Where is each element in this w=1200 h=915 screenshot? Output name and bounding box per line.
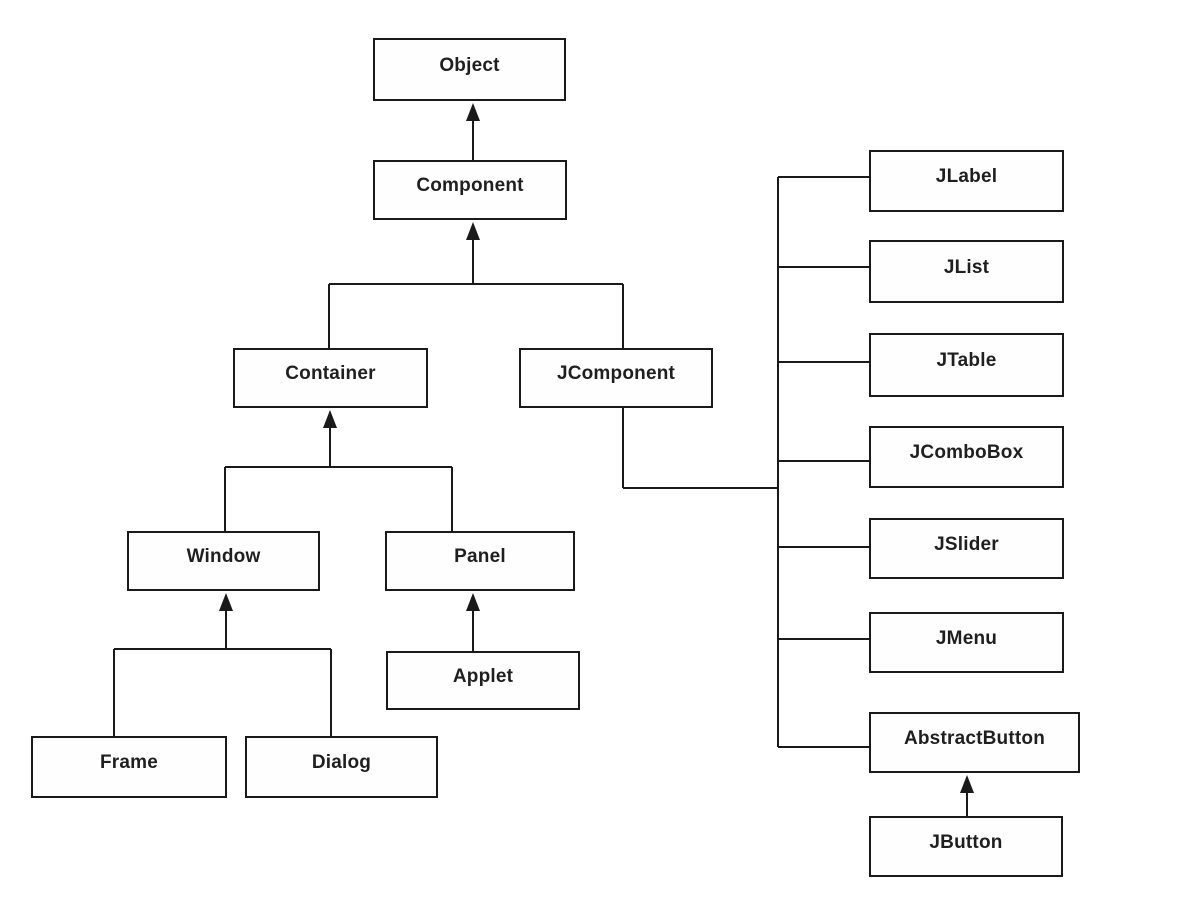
node-panel-label: Panel [454, 546, 506, 567]
node-component: Component [373, 160, 567, 220]
node-applet-label: Applet [452, 665, 514, 687]
node-jbutton-label: JButton [929, 831, 1003, 853]
node-container: Container [233, 348, 428, 408]
node-jlabel-label: JLabel [935, 166, 998, 187]
node-object: Object [373, 38, 566, 101]
node-jlist-label: JList [943, 256, 990, 278]
edge-applet-panel [466, 593, 480, 651]
node-frame: Frame [31, 736, 227, 798]
edge-jcomponent-spine [622, 408, 778, 489]
node-jlist: JList [869, 240, 1064, 303]
node-jbutton: JButton [869, 816, 1063, 877]
node-jlabel: JLabel [869, 150, 1064, 212]
spine-jcomponent-children [777, 176, 869, 748]
node-jcombobox: JComboBox [869, 426, 1064, 488]
node-jcomponent-label: JComponent [556, 363, 676, 384]
node-frame-label: Frame [99, 752, 159, 773]
node-abstractbutton: AbstractButton [869, 712, 1080, 773]
node-component-label: Component [416, 175, 524, 196]
node-jslider: JSlider [869, 518, 1064, 579]
node-jtable: JTable [869, 333, 1064, 397]
edge-container-children [224, 410, 453, 531]
node-panel: Panel [385, 531, 575, 591]
node-jcomponent: JComponent [519, 348, 713, 408]
node-jslider-label: JSlider [934, 533, 999, 555]
node-object-label: Object [439, 54, 500, 76]
node-window: Window [127, 531, 320, 591]
node-jtable-label: JTable [936, 350, 997, 371]
edge-component-children [328, 222, 624, 348]
edge-component-object [466, 103, 480, 160]
edge-jbutton-abstractbutton [960, 775, 974, 816]
node-window-label: Window [186, 546, 261, 567]
node-applet: Applet [386, 651, 580, 710]
node-dialog-label: Dialog [311, 752, 372, 773]
node-dialog: Dialog [245, 736, 438, 798]
node-container-label: Container [285, 363, 376, 384]
node-jmenu: JMenu [869, 612, 1064, 673]
edge-window-children [113, 593, 332, 736]
node-jmenu-label: JMenu [935, 627, 998, 649]
node-jcombobox-label: JComboBox [909, 442, 1024, 463]
node-abstractbutton-label: AbstractButton [903, 727, 1046, 749]
